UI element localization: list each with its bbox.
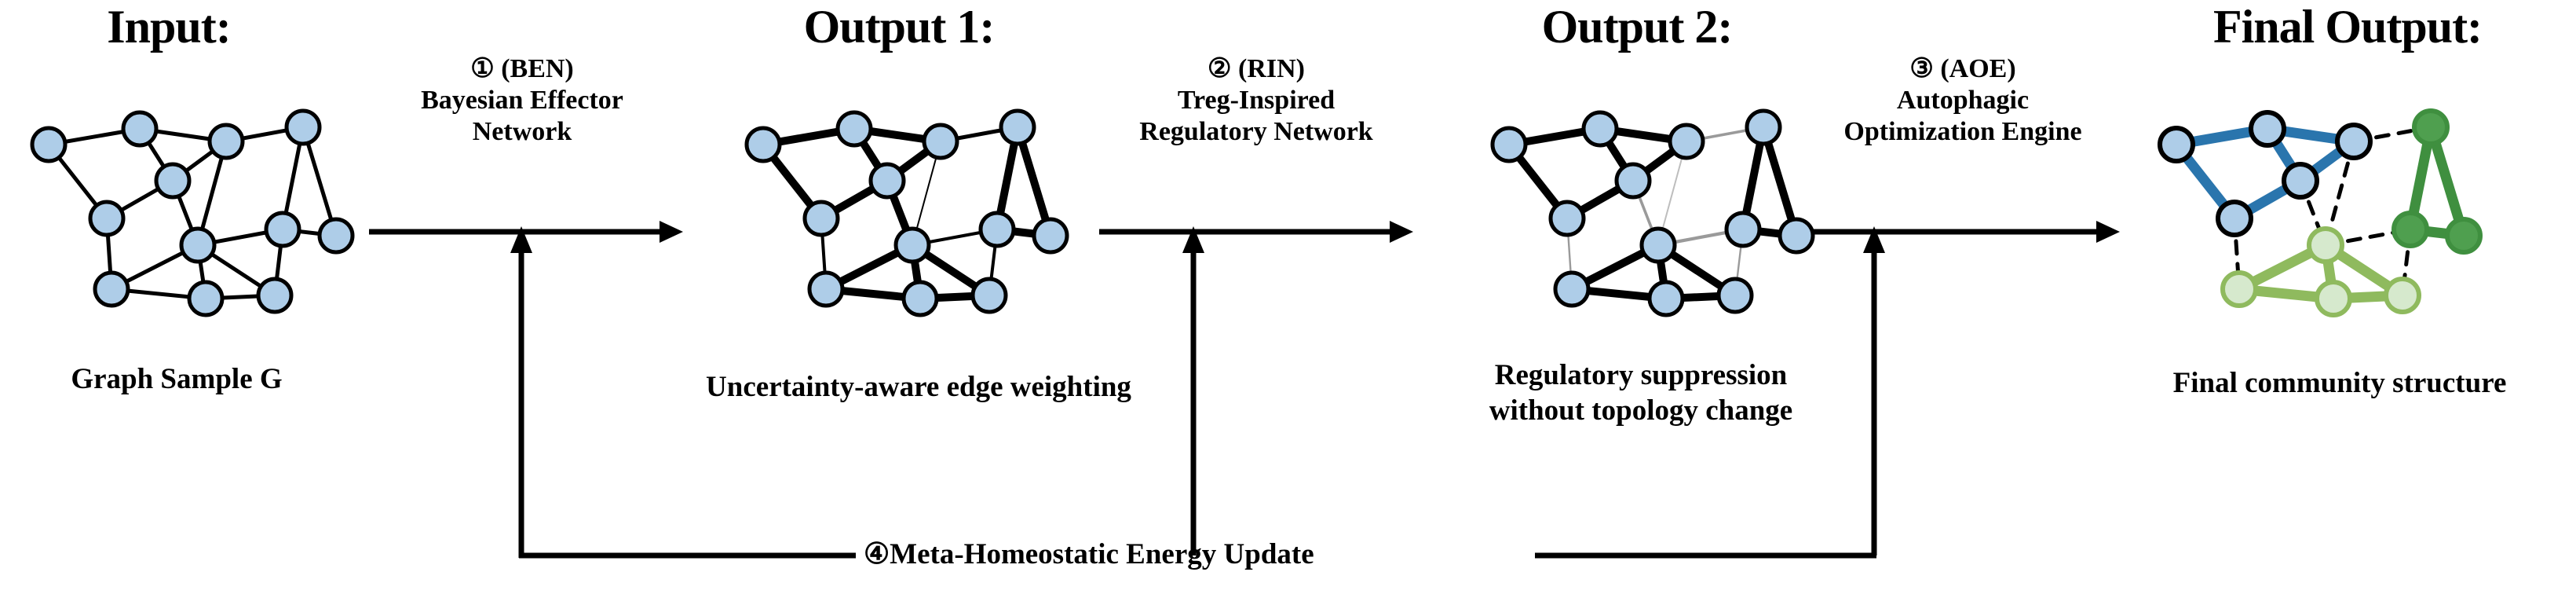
graph-node [2384, 277, 2421, 314]
caption-output2-line1: Regulatory suppression [1494, 359, 1788, 391]
caption-output2: Regulatory suppression without topology … [1405, 358, 1876, 428]
graph-node [1724, 211, 1762, 248]
graph-node [256, 277, 294, 314]
arrow2-line1: Treg-Inspired [1177, 86, 1336, 116]
arrow2-label: ② (RIN) Treg-Inspired Regulatory Network [1080, 53, 1433, 148]
arrow3-line1: Autophagic [1896, 86, 2030, 116]
graph-node [2445, 217, 2483, 255]
graph-node [901, 280, 939, 317]
graph-node [2335, 123, 2373, 160]
graph-node [88, 200, 126, 237]
graph-node [2216, 200, 2253, 237]
feedback-marker: ④ [864, 538, 890, 570]
graph-node [1639, 226, 1677, 264]
page-title-output1: Output 1: [803, 1, 996, 53]
graph-node [2315, 280, 2352, 317]
page-title-final: Final Output: [2212, 1, 2483, 53]
graph-node [2220, 270, 2258, 308]
graph-node [93, 270, 130, 308]
graph-node [922, 123, 959, 160]
graph-node [2307, 226, 2344, 264]
graph-node [1032, 217, 1069, 255]
graph-node [317, 217, 355, 255]
arrow3-label: ③ (AOE) Autophagic Optimization Engine [1786, 53, 2139, 148]
graph-node [1490, 126, 1528, 163]
output2-graph [1476, 63, 1837, 338]
graph-node [1553, 270, 1591, 308]
arrow3-line2: Optimization Engine [1843, 117, 2082, 147]
graph-node [1581, 110, 1619, 148]
caption-output2-line2: without topology change [1489, 394, 1793, 427]
graph-node [744, 126, 782, 163]
arrow2 [1099, 216, 1413, 248]
arrow2-code: (RIN) [1238, 54, 1305, 83]
page-title-input: Input: [107, 1, 231, 53]
output1-graph [730, 63, 1091, 338]
graph-node [2282, 162, 2319, 200]
graph-node [835, 110, 873, 148]
graph-node [1548, 200, 1586, 237]
graph-node [154, 162, 192, 200]
output2-graph-svg [1490, 108, 1815, 317]
graph-edge [2425, 122, 2469, 241]
graph-edge [1759, 123, 1800, 240]
arrow2-marker: ② [1208, 54, 1232, 83]
feedback-label-text: Meta-Homeostatic Energy Update [890, 538, 1314, 570]
final-graph-svg [2158, 108, 2483, 317]
arrow1 [369, 216, 683, 248]
arrow3 [1814, 216, 2120, 248]
output1-graph-svg [744, 108, 1069, 317]
graph-node [121, 110, 159, 148]
caption-input: Graph Sample G [71, 363, 283, 395]
arrow1-line2: Network [472, 117, 572, 147]
graph-node [978, 211, 1016, 248]
input-graph-svg [30, 108, 355, 317]
graph-node [868, 162, 906, 200]
graph-node [264, 211, 301, 248]
graph-node [1716, 277, 1754, 314]
feedback-loop [487, 220, 1947, 566]
graph-node [1745, 108, 1782, 146]
arrow1-marker: ① [470, 54, 495, 83]
caption-final: Final community structure [2172, 367, 2507, 399]
graph-node [1647, 280, 1685, 317]
final-graph [2143, 63, 2520, 338]
caption-output1: Uncertainty-aware edge weighting [706, 371, 1131, 403]
graph-node [30, 126, 68, 163]
graph-edge [1014, 123, 1054, 240]
arrow3-code: (AOE) [1940, 54, 2016, 83]
arrow1-code: (BEN) [501, 54, 574, 83]
page-title-output2: Output 2: [1541, 1, 1734, 53]
graph-edge [301, 125, 338, 238]
graph-node [179, 226, 217, 264]
graph-node [893, 226, 931, 264]
graph-node [807, 270, 845, 308]
graph-node [1778, 217, 1815, 255]
arrow1-label: ① (BEN) Bayesian Effector Network [357, 53, 687, 148]
graph-node [2391, 211, 2429, 248]
arrow1-line1: Bayesian Effector [421, 86, 623, 116]
graph-node [1668, 123, 1705, 160]
arrow3-marker: ③ [1909, 54, 1934, 83]
graph-node [1614, 162, 1652, 200]
graph-node [207, 123, 245, 160]
graph-node [970, 277, 1008, 314]
graph-node [802, 200, 840, 237]
input-graph [16, 63, 377, 338]
graph-node [2412, 108, 2450, 146]
graph-node [284, 108, 322, 146]
graph-node [2249, 110, 2286, 148]
feedback-loop-label: ④Meta-Homeostatic Energy Update [864, 537, 1314, 571]
graph-node [2158, 126, 2195, 163]
graph-node [187, 280, 225, 317]
arrow2-line2: Regulatory Network [1139, 117, 1373, 147]
graph-node [999, 108, 1036, 146]
